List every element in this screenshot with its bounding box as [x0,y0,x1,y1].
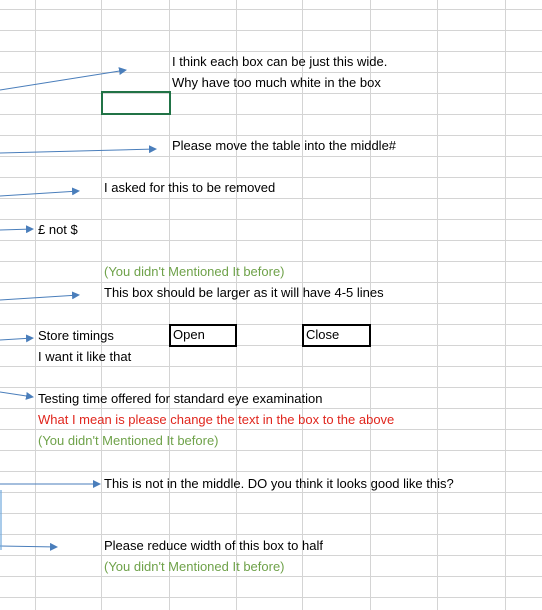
note-reduce-width: Please reduce width of this box to half [104,538,323,553]
note-larger-box: This box should be larger as it will hav… [104,285,384,300]
arrow-4 [0,225,34,234]
arrow-9 [0,542,58,551]
note-box-width: I think each box can be just this wide. [172,54,388,69]
note-change-text: What I mean is please change the text in… [38,412,395,427]
open-label: Open [173,327,205,342]
left-edge-accent [0,490,2,550]
open-box[interactable]: Open [169,324,237,347]
store-timings-label: Store timings [38,328,114,343]
note-move-table: Please move the table into the middle# [172,138,397,153]
note-want-like-that: I want it like that [38,349,132,364]
arrow-7 [0,391,34,400]
note-not-mentioned-1: (You didn't Mentioned It before) [104,264,285,279]
note-remove: I asked for this to be removed [104,180,276,195]
note-not-mentioned-3: (You didn't Mentioned It before) [104,559,285,574]
note-not-mentioned-2: (You didn't Mentioned It before) [38,433,219,448]
arrow-6 [0,334,34,343]
close-box[interactable]: Close [302,324,371,347]
note-white-space: Why have too much white in the box [172,75,381,90]
arrow-5 [0,291,80,301]
close-label: Close [306,327,340,342]
arrow-2 [0,145,157,154]
note-not-middle: This is not in the middle. DO you think … [104,476,454,491]
note-currency: £ not $ [38,222,78,237]
selected-cell[interactable] [101,91,171,115]
arrow-3 [0,187,80,197]
arrow-1 [0,67,127,91]
note-testing-time: Testing time offered for standard eye ex… [38,391,323,406]
